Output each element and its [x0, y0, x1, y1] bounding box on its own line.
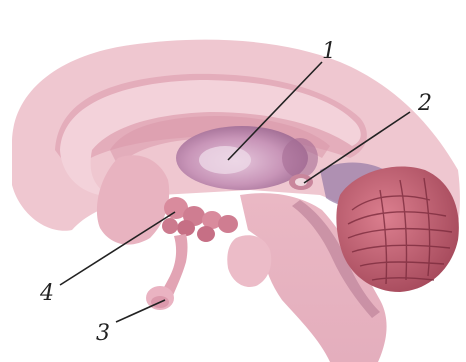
label-2: 2	[417, 91, 432, 116]
pons	[227, 235, 271, 287]
label-4: 4	[39, 281, 54, 306]
label-1: 1	[322, 39, 336, 64]
label-3: 3	[96, 321, 110, 346]
thalamus-highlight	[199, 146, 251, 174]
leader-line-3	[116, 300, 165, 322]
hypothalamic-nuclei	[162, 197, 238, 242]
third-ventricle-recess	[282, 138, 318, 178]
